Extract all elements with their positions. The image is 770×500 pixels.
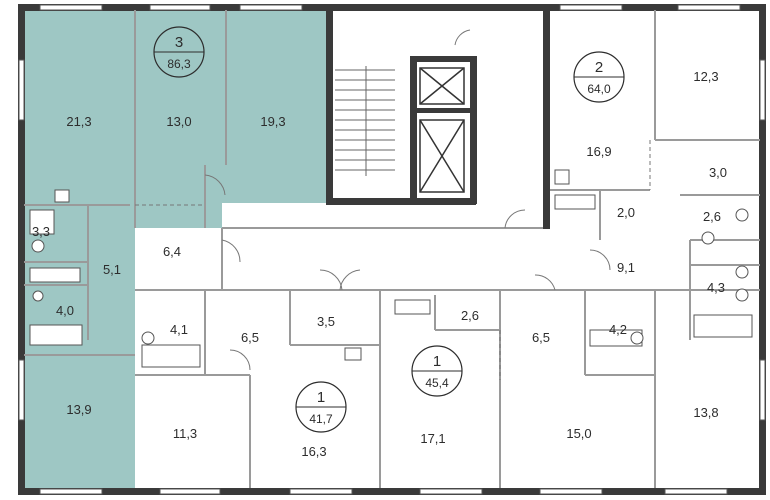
core-walls <box>326 4 550 229</box>
room-area-label: 2,6 <box>703 209 721 224</box>
unit-total-area: 41,7 <box>309 412 333 426</box>
room-area-label: 2,0 <box>617 205 635 220</box>
room-area-label: 12,3 <box>693 69 718 84</box>
door-swings <box>204 29 611 371</box>
room-area-label: 4,1 <box>170 322 188 337</box>
room-area-label: 16,9 <box>586 144 611 159</box>
room-area-label: 4,3 <box>707 280 725 295</box>
room-area-label: 6,5 <box>241 330 259 345</box>
room-area-label: 13,8 <box>693 405 718 420</box>
unit-badge-1b[interactable]: 1 45,4 <box>411 345 463 397</box>
apartment-3-highlight[interactable] <box>24 10 326 488</box>
staircase <box>335 66 395 176</box>
unit-total-area: 64,0 <box>587 82 611 96</box>
zone-dividers <box>135 140 651 380</box>
room-area-label: 9,1 <box>617 260 635 275</box>
unit-badge-2[interactable]: 2 64,0 <box>573 51 625 103</box>
unit-total-area: 45,4 <box>425 376 449 390</box>
unit-badge-3[interactable]: 3 86,3 <box>153 26 205 78</box>
room-area-label: 15,0 <box>566 426 591 441</box>
room-area-label: 6,4 <box>163 244 181 259</box>
room-area-label: 6,5 <box>532 330 550 345</box>
unit-total-area: 86,3 <box>167 57 191 71</box>
room-area-label: 13,9 <box>66 402 91 417</box>
room-area-label: 3,5 <box>317 314 335 329</box>
elevator-shafts <box>419 67 465 193</box>
room-area-label: 13,0 <box>166 114 191 129</box>
windows <box>18 4 766 495</box>
room-area-label: 4,0 <box>56 303 74 318</box>
unit-rooms-count: 2 <box>595 59 603 76</box>
bathroom-fixtures <box>29 169 753 368</box>
room-area-label: 21,3 <box>66 114 91 129</box>
unit-badge-1a[interactable]: 1 41,7 <box>295 381 347 433</box>
room-area-label: 2,6 <box>461 308 479 323</box>
unit-rooms-count: 3 <box>175 34 183 51</box>
room-area-label: 19,3 <box>260 114 285 129</box>
room-area-label: 16,3 <box>301 444 326 459</box>
exterior-walls <box>18 4 766 495</box>
room-area-label: 5,1 <box>103 262 121 277</box>
room-area-label: 3,3 <box>32 224 50 239</box>
room-area-label: 17,1 <box>420 431 445 446</box>
interior-walls <box>24 10 760 488</box>
room-area-label: 3,0 <box>709 165 727 180</box>
room-labels: 21,3 13,0 19,3 3,3 5,1 6,4 4,0 13,9 4,1 … <box>32 69 727 459</box>
room-area-label: 11,3 <box>173 426 197 441</box>
unit-rooms-count: 1 <box>317 389 325 406</box>
room-area-label: 4,2 <box>609 322 627 337</box>
unit-rooms-count: 1 <box>433 353 441 370</box>
